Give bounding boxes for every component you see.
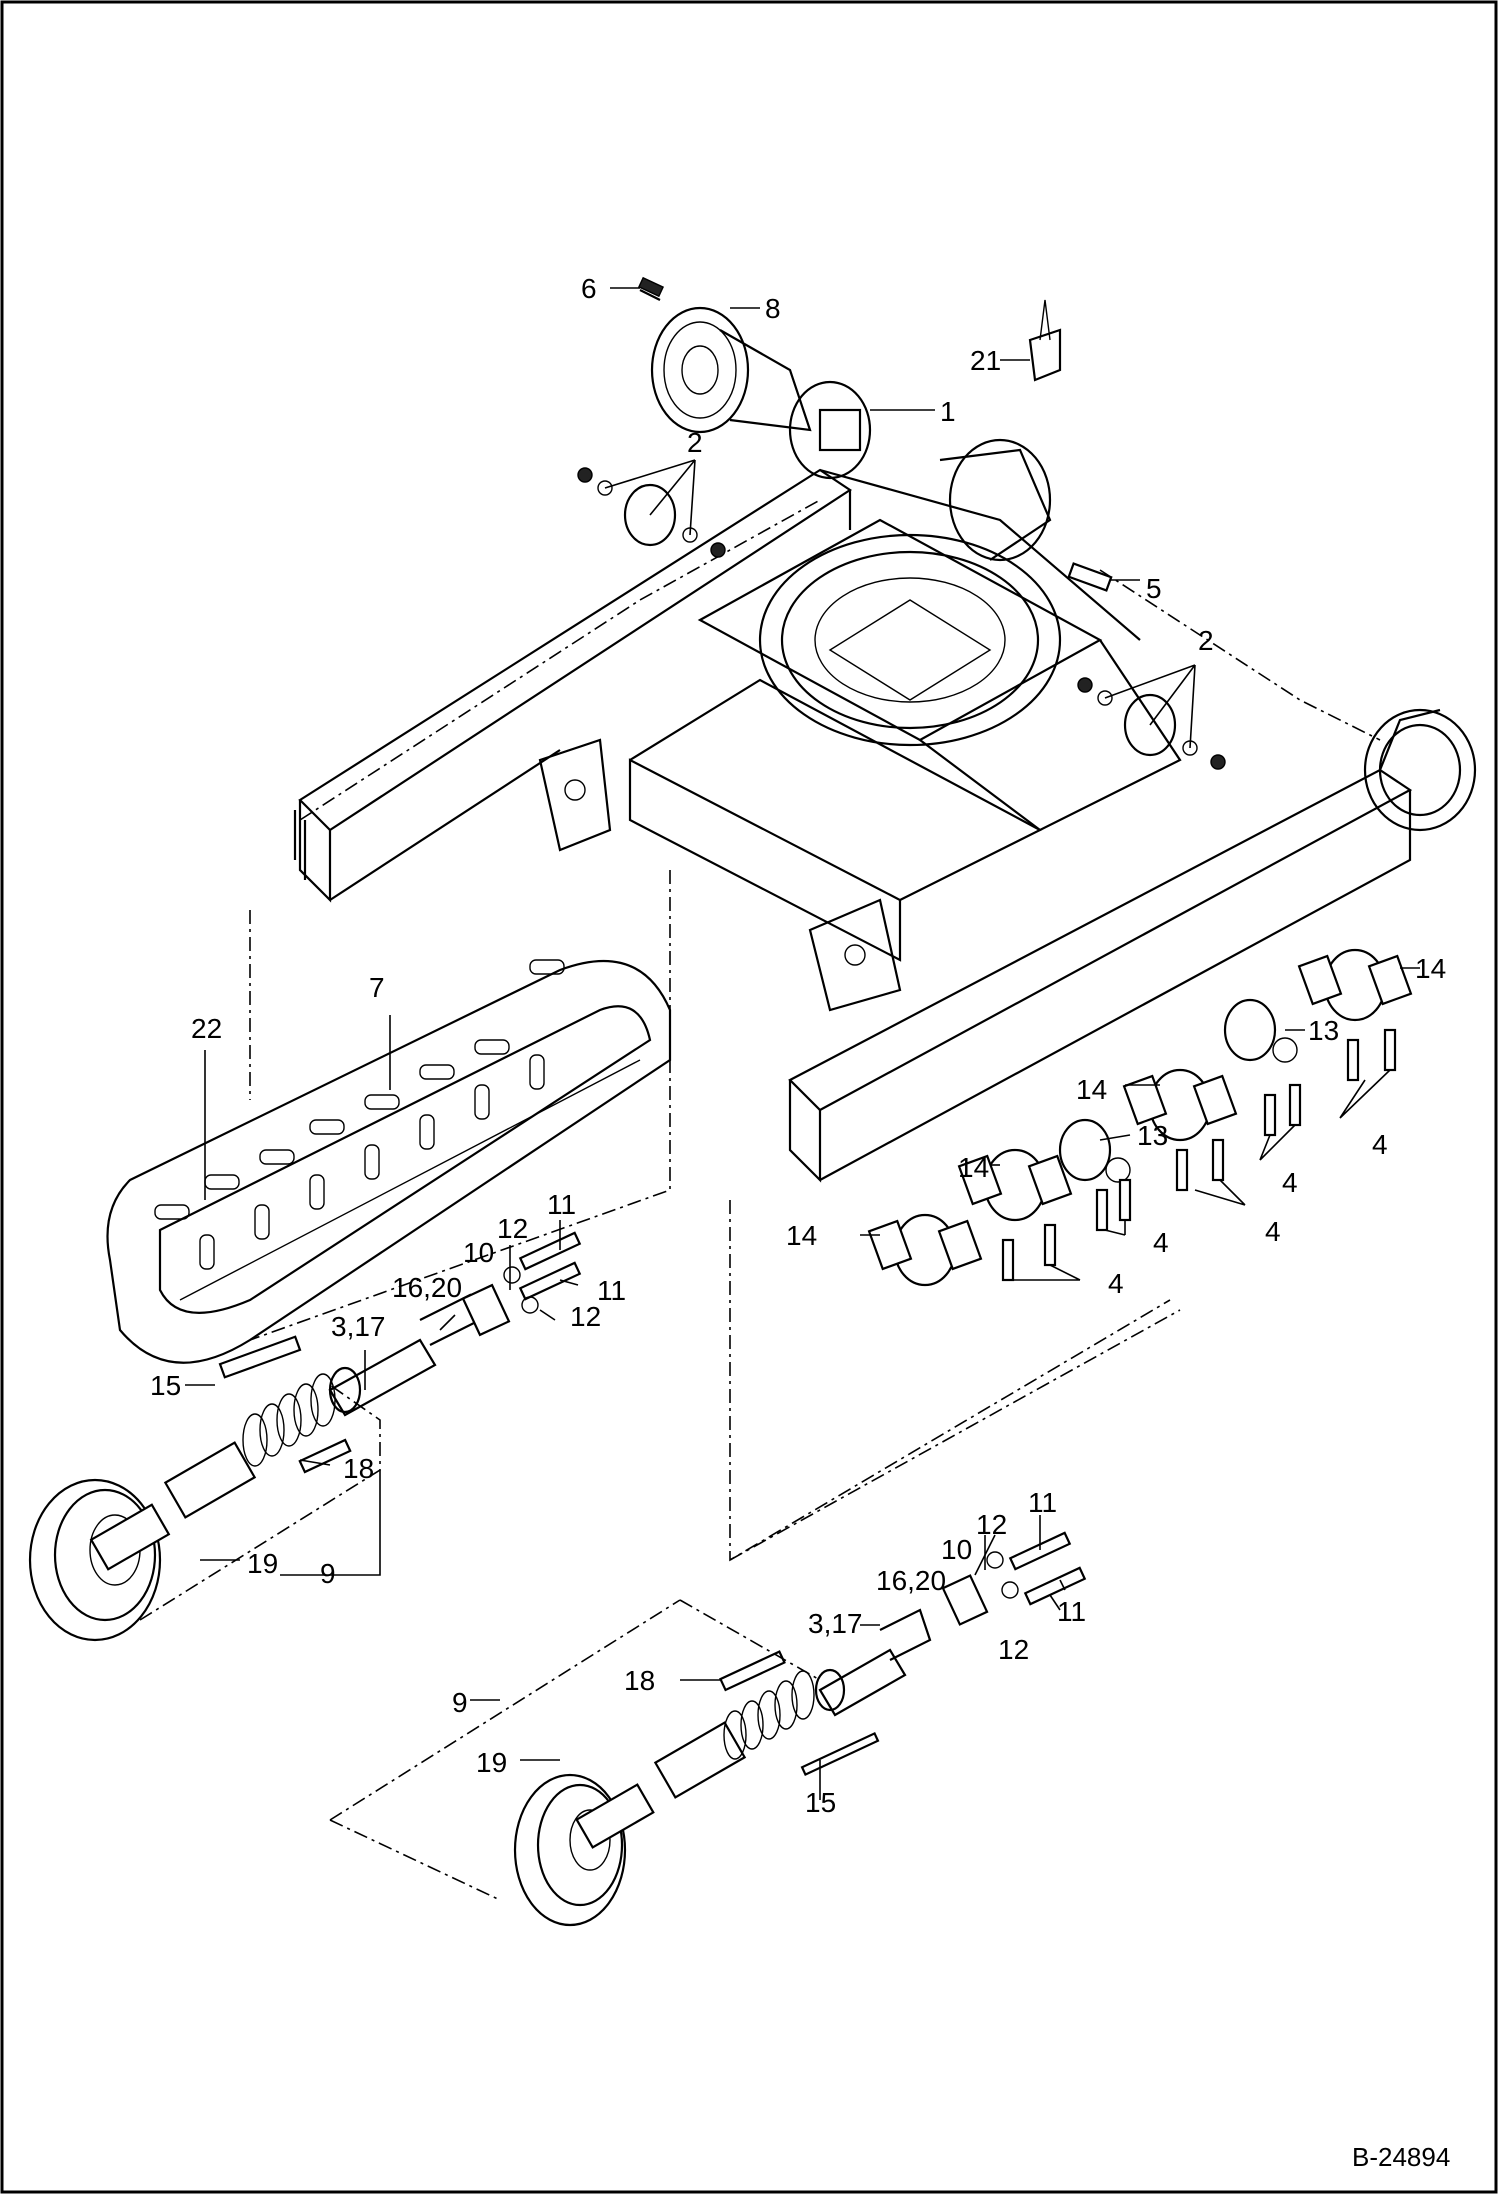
callout-4-c: 4 [1265,1216,1281,1247]
callout-15-a: 15 [150,1370,181,1401]
drawing-reference-number: B-24894 [1352,2142,1450,2172]
track-lugs [154,959,565,1270]
tension-bracket [163,1441,257,1519]
callout-16-20-a: 16,20 [392,1272,462,1303]
callout-12-d: 12 [998,1634,1029,1665]
carrier-roller-right [1077,677,1226,770]
callout-7: 7 [369,972,385,1003]
rubber-track [106,959,672,1364]
undercarriage-frame [293,438,1477,1183]
decal-21 [1028,299,1062,382]
track-rollers [867,948,1413,1287]
idler-wheel [28,1478,162,1642]
callout-14-c: 14 [958,1152,989,1183]
leader-lines [185,287,1420,1800]
drive-sprocket-assembly [637,276,872,480]
callout-15-b: 15 [805,1787,836,1818]
callout-3-17-b: 3,17 [808,1608,863,1639]
callout-11-a: 11 [547,1189,576,1220]
callout-6: 6 [581,273,597,304]
idler-assembly-right [329,1531,1087,1927]
callout-22: 22 [191,1013,222,1044]
track-roller-13b [1058,1118,1131,1183]
grease-fitting [218,1335,302,1379]
roller-bolts-4 [1001,1028,1397,1282]
callout-13-a: 13 [1308,1015,1339,1046]
callout-5: 5 [1146,573,1162,604]
callout-18-a: 18 [343,1453,374,1484]
callout-2-left: 2 [687,427,703,458]
callout-4-e: 4 [1108,1268,1124,1299]
track-roller-14a [1297,948,1413,1022]
track-roller-14b [1122,1068,1238,1142]
track-roller-14c [957,1148,1073,1222]
callout-12-a: 12 [497,1213,528,1244]
callout-9-a: 9 [320,1558,336,1589]
callout-13-b: 13 [1137,1120,1168,1151]
idler-assembly-left [28,1231,582,1642]
callout-11-d: 11 [1057,1596,1086,1627]
callout-3-17-a: 3,17 [331,1311,386,1342]
tension-spring [242,1373,336,1467]
callout-11-b: 11 [597,1275,626,1306]
sprocket-gear [650,306,750,434]
sprocket-bolt [637,276,665,298]
callout-16-20-b: 16,20 [876,1565,946,1596]
callout-19-a: 19 [247,1548,278,1579]
callout-9-b: 9 [452,1687,468,1718]
callout-4-a: 4 [1372,1129,1388,1160]
callout-14-b: 14 [1076,1074,1107,1105]
tension-cylinder [328,1338,437,1417]
callout-18-b: 18 [624,1665,655,1696]
callout-10-a: 10 [463,1237,494,1268]
bolt-5 [1067,562,1113,592]
callout-1: 1 [940,396,956,427]
callout-21: 21 [970,345,1001,376]
callout-12-b: 12 [570,1301,601,1332]
mount-plate [461,1283,511,1337]
callout-2-right: 2 [1198,625,1214,656]
callout-12-c: 12 [976,1509,1007,1540]
callout-14-d: 14 [786,1220,817,1251]
callout-labels: 1 2 2 5 6 8 21 7 22 14 13 14 13 14 14 4 … [150,273,1446,1818]
callout-10-b: 10 [941,1534,972,1565]
callout-8: 8 [765,293,781,324]
track-roller-14d [867,1213,983,1287]
callout-14-a: 14 [1415,953,1446,984]
callout-4-b: 4 [1282,1167,1298,1198]
callout-4-d: 4 [1153,1227,1169,1258]
callout-11-c: 11 [1028,1487,1057,1518]
callout-19-b: 19 [476,1747,507,1778]
track-roller-13a [1223,998,1298,1063]
travel-motor [788,380,872,480]
